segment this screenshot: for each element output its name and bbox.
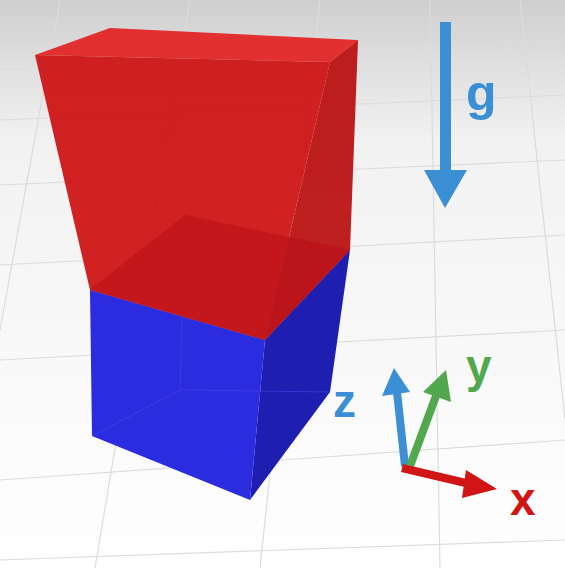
axis-label-holder: z xyxy=(333,378,356,424)
axis-label-holder: g xyxy=(466,68,497,118)
axis-label-holder: y xyxy=(466,343,492,389)
axis-label: y xyxy=(466,343,492,389)
axis-label: z xyxy=(333,378,356,424)
red-cube xyxy=(35,28,358,340)
axis-label-holder: x xyxy=(510,476,536,522)
gravity-label: g xyxy=(466,68,497,118)
axis-label: x xyxy=(510,476,536,522)
gravity-arrow xyxy=(424,22,467,208)
